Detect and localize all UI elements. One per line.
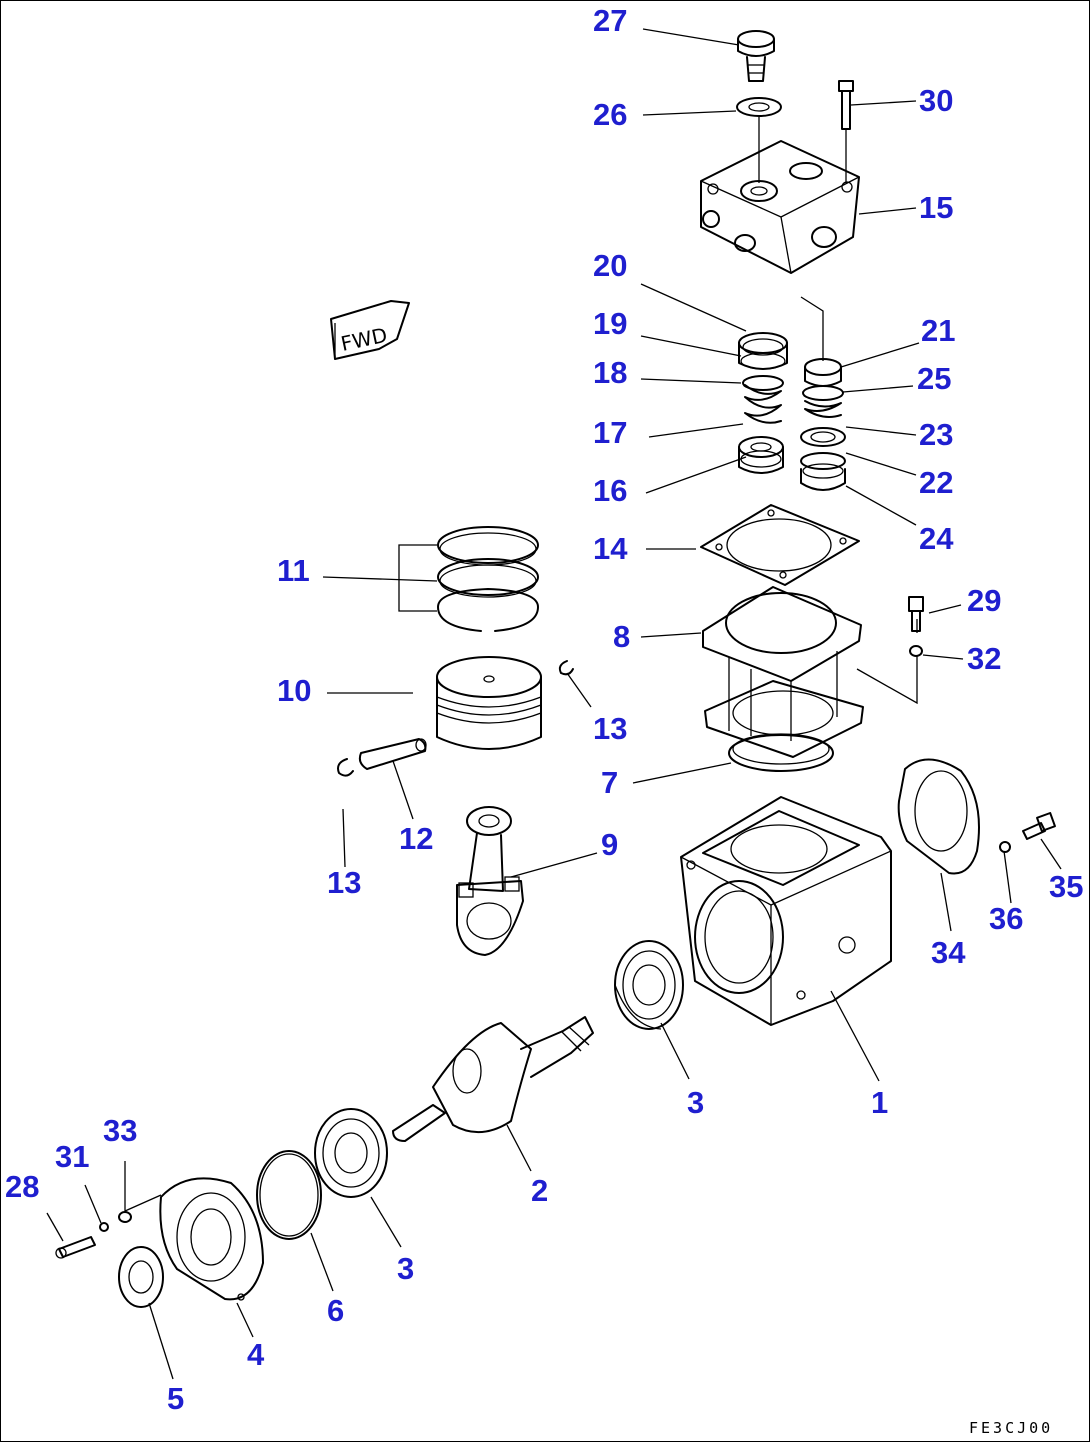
callout-5: 5 <box>167 1381 184 1416</box>
part-6-o-ring <box>256 1150 322 1240</box>
callout-24: 24 <box>919 521 954 556</box>
part-29-bolt <box>908 596 924 632</box>
callout-10: 10 <box>277 673 311 708</box>
callout-11: 11 <box>277 553 310 588</box>
part-2-crankshaft <box>392 1016 594 1142</box>
callout-17: 17 <box>593 415 627 450</box>
part-30-bolt <box>838 80 854 183</box>
part-8-cylinder <box>702 586 864 758</box>
callout-8: 8 <box>613 619 630 654</box>
part-14-gasket <box>700 504 860 586</box>
callout-34: 34 <box>931 935 966 970</box>
callout-3b: 3 <box>397 1251 414 1286</box>
leader-lines <box>46 28 1062 1380</box>
callout-6: 6 <box>327 1293 344 1328</box>
part-1-crankcase <box>680 796 892 1026</box>
callout-labels: 27 26 30 15 20 19 18 17 16 21 25 23 22 2… <box>5 3 1083 1416</box>
part-32-washer <box>909 645 923 657</box>
callout-26: 26 <box>593 97 627 132</box>
callout-30: 30 <box>919 83 953 118</box>
part-18-17-valve-spring <box>742 375 784 424</box>
callout-15: 15 <box>919 190 953 225</box>
part-28-bolt <box>55 1236 96 1259</box>
part-16-valve-seat <box>738 436 784 474</box>
fwd-arrow: FWD <box>330 300 410 360</box>
callout-20: 20 <box>593 248 627 283</box>
callout-36: 36 <box>989 901 1023 936</box>
part-27-plug <box>737 30 775 82</box>
part-31-washer <box>99 1222 109 1232</box>
callout-12: 12 <box>399 821 433 856</box>
part-15-cylinder-head <box>700 140 860 274</box>
callout-7: 7 <box>601 765 618 800</box>
part-7-gasket <box>728 733 834 772</box>
callout-32: 32 <box>967 641 1001 676</box>
callout-4: 4 <box>247 1337 265 1372</box>
part-4-end-cover <box>159 1177 264 1301</box>
callout-9: 9 <box>601 827 618 862</box>
callout-29: 29 <box>967 583 1001 618</box>
drawing-code: FE3CJ00 <box>969 1419 1053 1437</box>
part-36-washer <box>999 841 1011 853</box>
part-10-piston <box>436 656 542 750</box>
part-3-bearing-front <box>614 940 684 1030</box>
callout-18: 18 <box>593 355 627 390</box>
part-9-connecting-rod <box>456 806 524 956</box>
part-12-piston-pin <box>358 738 427 770</box>
part-21-valve-cap <box>804 358 842 387</box>
callout-2: 2 <box>531 1173 548 1208</box>
callout-23: 23 <box>919 417 953 452</box>
callout-21: 21 <box>921 313 955 348</box>
fwd-arrow-label: FWD <box>339 323 390 356</box>
callout-31: 31 <box>55 1139 89 1174</box>
part-35-bolt <box>1022 812 1056 840</box>
part-33-washer <box>118 1211 132 1223</box>
part-5-oil-seal <box>118 1246 164 1308</box>
callout-3a: 3 <box>687 1085 704 1120</box>
callout-16: 16 <box>593 473 627 508</box>
callout-25: 25 <box>917 361 951 396</box>
callout-1: 1 <box>871 1085 888 1120</box>
part-13-snap-ring <box>337 660 574 777</box>
callout-28: 28 <box>5 1169 39 1204</box>
callout-27: 27 <box>593 3 627 38</box>
callout-33: 33 <box>103 1113 137 1148</box>
callout-13b: 13 <box>327 865 361 900</box>
callout-14: 14 <box>593 531 628 566</box>
part-26-washer <box>736 97 782 183</box>
callout-22: 22 <box>919 465 953 500</box>
callout-13a: 13 <box>593 711 627 746</box>
callout-19: 19 <box>593 306 627 341</box>
part-11-piston-rings <box>437 526 539 632</box>
part-20-19-valve-cap <box>738 332 788 370</box>
callout-35: 35 <box>1049 869 1083 904</box>
part-34-cover <box>897 758 980 875</box>
part-3-bearing-rear <box>314 1108 388 1198</box>
part-25-23-22-24-valve-set <box>800 385 846 491</box>
